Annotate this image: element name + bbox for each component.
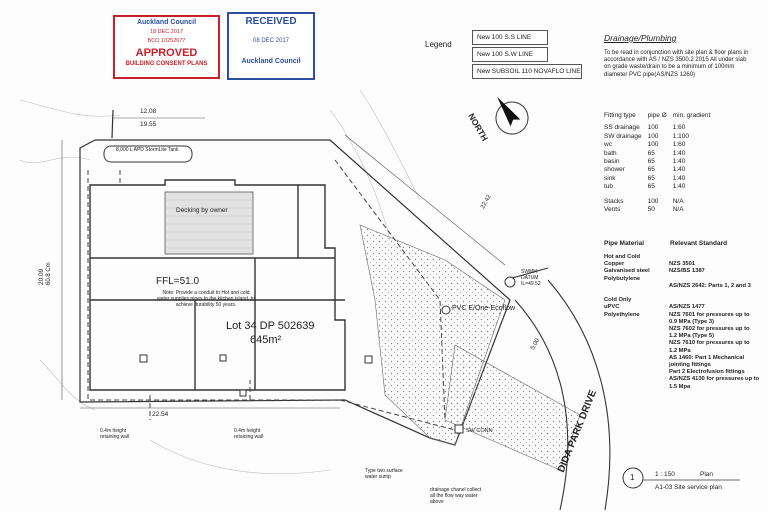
fitting-cell: tub: [604, 183, 614, 191]
fitting-cell: 50: [647, 206, 655, 214]
fitting-row: Vents 50 N/A: [601, 206, 713, 214]
drainage-heading: Drainage/Plumbing: [604, 33, 677, 43]
stamp-date: 18 DEC 2017: [149, 29, 184, 35]
fitting-cell: 100: [647, 124, 659, 132]
fitting-cell: 1:40: [672, 183, 686, 191]
decking-area: [164, 191, 254, 255]
fitting-row: shower 65 1:40: [601, 166, 713, 174]
fitting-table: Fitting type pipe Ø min. gradient SS dra…: [601, 112, 713, 214]
received-date: 08 DEC 2017: [252, 38, 290, 44]
legend-item-ss: New 100 S.S LINE: [472, 30, 548, 45]
fitting-cell: 65: [647, 166, 655, 174]
retaining-wall-label-1: 0.4m height retaining wall: [100, 428, 130, 440]
water-sump-label: Type two surface water sump: [365, 468, 403, 480]
fitting-cell: sink: [604, 174, 616, 182]
lot-label: Lot 34 DP 502639: [226, 320, 315, 332]
fitting-header: min. gradient: [672, 112, 711, 119]
fitting-cell: N/A: [672, 206, 684, 214]
fitting-cell: 1:60: [672, 141, 686, 149]
fitting-cell: 65: [647, 174, 655, 182]
sw-conn-pit: [454, 424, 464, 434]
fitting-cell: N/A: [672, 197, 684, 205]
fitting-cell: 1:40: [672, 166, 686, 174]
fitting-cell: basin: [604, 158, 620, 166]
fitting-row: SS drainage 100 1:60: [601, 124, 713, 132]
driveway-area: [444, 344, 581, 471]
tank-label: 8,000 L APD StormLite Tank: [116, 147, 179, 153]
fitting-cell: 100: [647, 141, 659, 149]
legend-item-subsoil: New SUBSOIL 110 NOVAFLO LINE: [472, 64, 582, 79]
fitting-row: basin 65 1:40: [601, 158, 713, 166]
fitting-cell: 1:40: [672, 158, 686, 166]
received-council: Auckland Council: [241, 58, 301, 65]
dimension-label: 22.54: [152, 411, 169, 418]
fitting-cell: 1:40: [672, 174, 686, 182]
fitting-cell: SW drainage: [604, 132, 642, 140]
pvc-label: PVC E/One-Ecoflow: [452, 305, 516, 312]
fitting-cell: 100: [647, 132, 659, 140]
stamp-council: Auckland Council: [136, 19, 197, 26]
fitting-header-row: Fitting type pipe Ø min. gradient: [601, 112, 713, 120]
fitting-cell: 65: [647, 158, 655, 166]
stamp-caption: BUILDING CONSENT PLANS: [125, 61, 208, 67]
drainage-channel-label: drainage chanel collect all the flow way…: [430, 487, 482, 505]
received-status: RECEIVED: [245, 16, 297, 27]
fitting-header: Fitting type: [604, 112, 636, 119]
dimension-label: 20.09: [38, 268, 45, 285]
stamp-bco: BCO 10252677: [147, 38, 186, 44]
north-arrow: [495, 96, 529, 135]
fitting-row: bath 65 1:40: [601, 150, 713, 158]
fitting-row: Stacks 100 N/A: [601, 198, 713, 206]
fitting-header: pipe Ø: [647, 112, 667, 119]
retaining-wall-label-2: 0.4m height retaining wall: [234, 428, 264, 440]
legend-title: Legend: [425, 40, 452, 49]
fitting-row: tub 65 1:40: [601, 183, 713, 191]
boundary-line: [111, 109, 114, 139]
material-list: Hot and Cold Copper Galvanised steel Pol…: [604, 254, 650, 318]
stamp-status: APPROVED: [135, 47, 198, 59]
fitting-cell: 1:40: [672, 149, 686, 157]
approved-stamp: Auckland Council 18 DEC 2017 BCO 1025267…: [113, 15, 220, 79]
fitting-cell: Vents: [604, 206, 621, 214]
legend-item-sw: New 100 S.W LINE: [472, 47, 548, 62]
fitting-row: wc 100 1:60: [601, 141, 713, 149]
fitting-cell: shower: [604, 166, 625, 174]
dimension-label: 60.8 Cm: [46, 262, 52, 285]
sw-conn-label: SW CONN: [466, 428, 493, 434]
fitting-row: sink 65 1:40: [601, 175, 713, 183]
fitting-cell: 100: [647, 197, 659, 205]
stormlite-tank: [103, 145, 193, 163]
dimension-label: 12.08: [140, 108, 157, 115]
decking-label: Decking by owner: [176, 207, 228, 214]
swmh-label: SWMH DATUM IL=49.52: [521, 269, 541, 287]
fitting-cell: 65: [647, 183, 655, 191]
dimension-label: 19.55: [140, 121, 157, 128]
title-sheet: A1-03 Site service plan: [655, 484, 722, 491]
building-footprint: [89, 179, 346, 391]
title-scale: 1 : 150: [655, 471, 675, 478]
drainage-note: To be read in conjunction with site plan…: [604, 50, 749, 78]
fitting-row: SW drainage 100 1:100: [601, 133, 713, 141]
received-stamp: RECEIVED 08 DEC 2017 Auckland Council: [227, 12, 315, 80]
title-plan: Plan: [700, 471, 714, 478]
pvc-pump-circle: [441, 305, 451, 315]
ffl-label: FFL=51.0: [156, 276, 200, 287]
fitting-cell: wc: [604, 141, 612, 149]
conduit-note: Note: Provide a conduit to Hot and cold …: [157, 290, 255, 308]
lot-area: 645m²: [250, 334, 282, 346]
fitting-cell: 1:60: [672, 124, 686, 132]
fitting-cell: 65: [647, 149, 655, 157]
fitting-cell: Stacks: [604, 197, 624, 205]
title-number: 1: [630, 473, 635, 482]
standard-list: NZS 3501 NZS/BS 1387 AS/NZS 2642: Parts …: [669, 261, 760, 390]
fitting-cell: SS drainage: [604, 124, 640, 132]
swmh-circle: [504, 276, 516, 288]
title-circle: [622, 467, 644, 489]
fitting-cell: bath: [604, 149, 617, 157]
material-header: Pipe Material: [604, 240, 645, 247]
fitting-cell: 1:100: [672, 132, 690, 140]
standard-header: Relevant Standard: [670, 240, 728, 247]
